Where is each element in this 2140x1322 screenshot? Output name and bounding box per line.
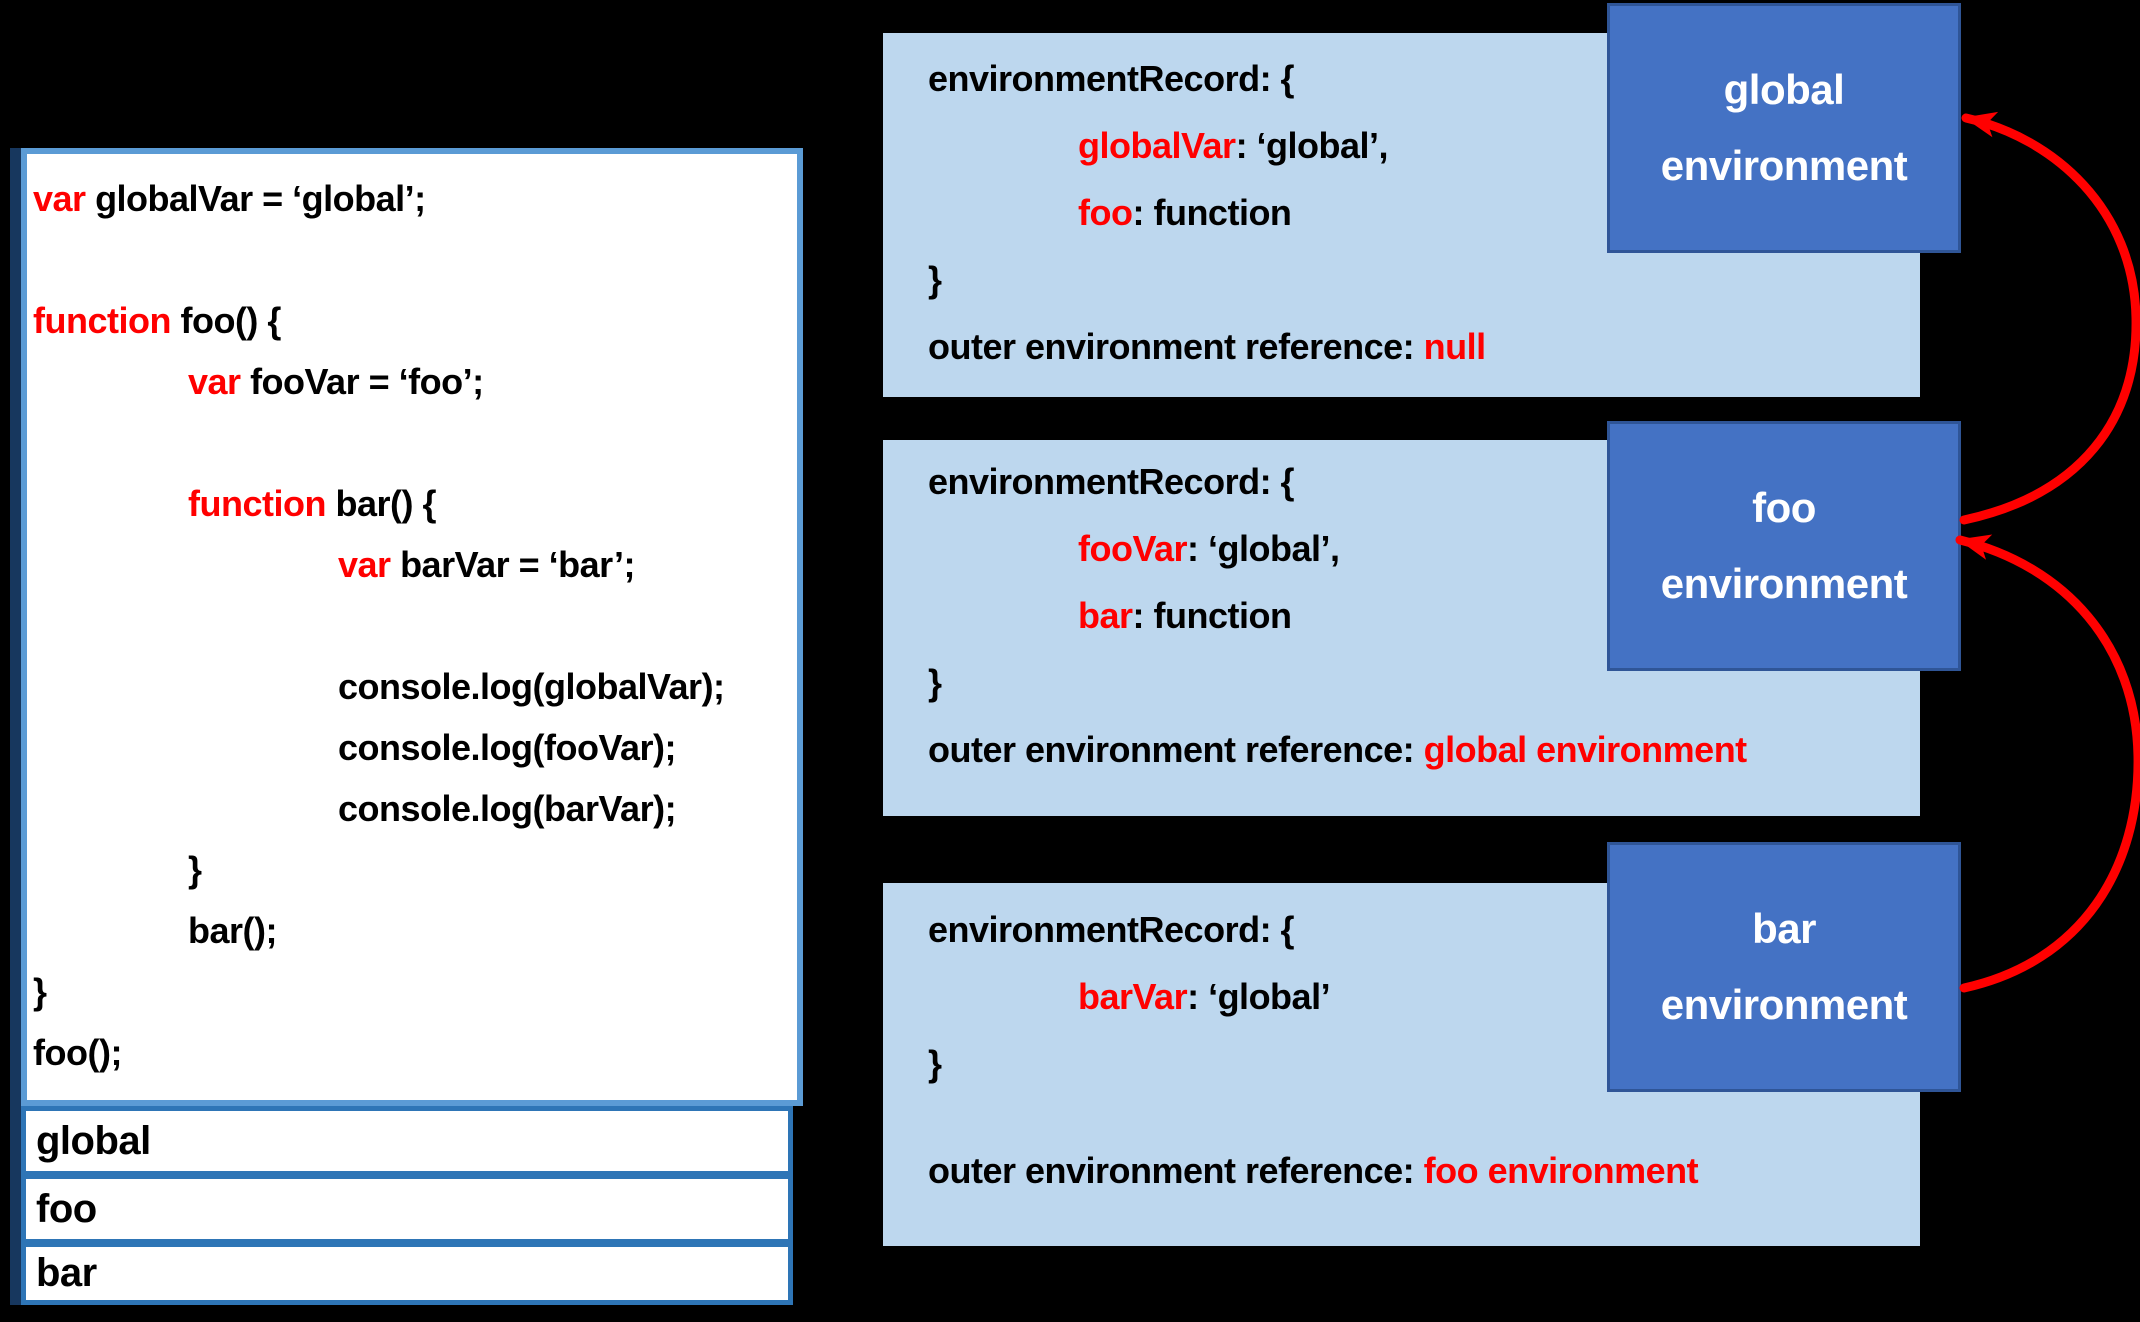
highlighted-text: function	[33, 299, 181, 341]
highlighted-text: var	[33, 177, 96, 219]
plain-text: }	[928, 258, 942, 300]
record-line: environmentRecord: {	[883, 896, 1920, 963]
highlighted-text: null	[1423, 325, 1486, 367]
record-line: environmentRecord: {	[883, 45, 1920, 112]
code-line: console.log(barVar);	[33, 778, 797, 839]
plain-text: }	[33, 970, 47, 1012]
plain-text: : ‘global’,	[1235, 124, 1389, 166]
highlighted-text: var	[188, 360, 251, 402]
code-line: console.log(fooVar);	[33, 717, 797, 778]
code-line: }	[33, 839, 797, 900]
plain-text: : function	[1132, 594, 1292, 636]
highlighted-text: globalVar	[1078, 124, 1236, 166]
plain-text: console.log(globalVar);	[338, 665, 725, 707]
code-line: function foo() {	[33, 290, 797, 351]
plain-text: : ‘global’	[1187, 975, 1331, 1017]
plain-text: }	[188, 848, 202, 890]
plain-text: globalVar = ‘global’;	[95, 177, 426, 219]
highlighted-text: barVar	[1078, 975, 1188, 1017]
record-line: outer environment reference: foo environ…	[883, 1137, 1920, 1204]
environment-label-text: foo	[1752, 484, 1816, 531]
record-line: }	[883, 649, 1920, 716]
code-line	[33, 412, 797, 473]
highlighted-text: foo	[1078, 191, 1133, 233]
environment-label-text: environment	[1660, 142, 1908, 189]
console-output-row-global: global	[21, 1106, 793, 1176]
code-line: bar();	[33, 900, 797, 961]
foo-environment-label-box: foo environment	[1607, 421, 1961, 671]
record-line: environmentRecord: {	[883, 448, 1920, 515]
highlighted-text: foo environment	[1423, 1149, 1699, 1191]
bar-to-foo-reference-arrow	[1955, 534, 2140, 993]
plain-text: console.log(fooVar);	[338, 726, 677, 768]
console-output-label: foo	[36, 1186, 97, 1231]
plain-text: foo();	[33, 1031, 122, 1073]
record-line: globalVar: ‘global’,	[883, 112, 1920, 179]
console-output-label: bar	[36, 1251, 97, 1295]
record-line: outer environment reference: null	[883, 313, 1920, 380]
code-panel: var globalVar = ‘global’; function foo() …	[21, 148, 803, 1106]
code-line: var globalVar = ‘global’;	[33, 168, 797, 229]
plain-text: environmentRecord: {	[928, 57, 1295, 99]
plain-text: outer environment reference:	[928, 728, 1424, 770]
code-lines: var globalVar = ‘global’; function foo() …	[27, 154, 797, 1083]
highlighted-text: global environment	[1423, 728, 1748, 770]
plain-text: : ‘global’,	[1187, 527, 1340, 569]
environment-label-text: bar	[1752, 905, 1816, 952]
console-output-row-foo: foo	[21, 1174, 793, 1244]
record-line: barVar: ‘global’	[883, 963, 1920, 1030]
plain-text: }	[928, 661, 942, 703]
plain-text: fooVar = ‘foo’;	[250, 360, 484, 402]
plain-text: bar() {	[335, 482, 436, 524]
record-line: }	[883, 1030, 1920, 1097]
record-line: fooVar: ‘global’,	[883, 515, 1920, 582]
console-output-label: global	[36, 1118, 151, 1163]
code-line: function bar() {	[33, 473, 797, 534]
plain-text: : function	[1132, 191, 1292, 233]
record-line	[883, 1097, 1920, 1137]
environment-label-text: environment	[1660, 981, 1908, 1028]
code-line	[33, 229, 797, 290]
record-line: foo: function	[883, 179, 1920, 246]
environment-label-text: environment	[1660, 560, 1908, 607]
console-output-row-bar: bar	[21, 1242, 793, 1305]
plain-text: barVar = ‘bar’;	[400, 543, 636, 585]
code-line: }	[33, 961, 797, 1022]
highlighted-text: bar	[1078, 594, 1133, 636]
plain-text: bar();	[188, 909, 278, 951]
highlighted-text: function	[188, 482, 336, 524]
plain-text: environmentRecord: {	[928, 908, 1295, 950]
code-line: console.log(globalVar);	[33, 656, 797, 717]
bar-environment-label-box: bar environment	[1607, 842, 1961, 1092]
plain-text: }	[928, 1042, 942, 1084]
code-line: var barVar = ‘bar’;	[33, 534, 797, 595]
code-line: foo();	[33, 1022, 797, 1083]
environment-label-text: global	[1723, 66, 1845, 113]
plain-text: console.log(barVar);	[338, 787, 677, 829]
plain-text: outer environment reference:	[928, 1149, 1424, 1191]
highlighted-text: fooVar	[1078, 527, 1188, 569]
record-line: }	[883, 246, 1920, 313]
plain-text: outer environment reference:	[928, 325, 1424, 367]
foo-to-global-reference-arrow	[1959, 111, 2140, 525]
code-line: var fooVar = ‘foo’;	[33, 351, 797, 412]
left-edge-line	[10, 148, 21, 1305]
record-line: outer environment reference: global envi…	[883, 716, 1920, 783]
highlighted-text: var	[338, 543, 401, 585]
plain-text: environmentRecord: {	[928, 460, 1295, 502]
plain-text: foo() {	[180, 299, 281, 341]
global-environment-label-box: global environment	[1607, 3, 1961, 253]
code-line	[33, 595, 797, 656]
record-line: bar: function	[883, 582, 1920, 649]
